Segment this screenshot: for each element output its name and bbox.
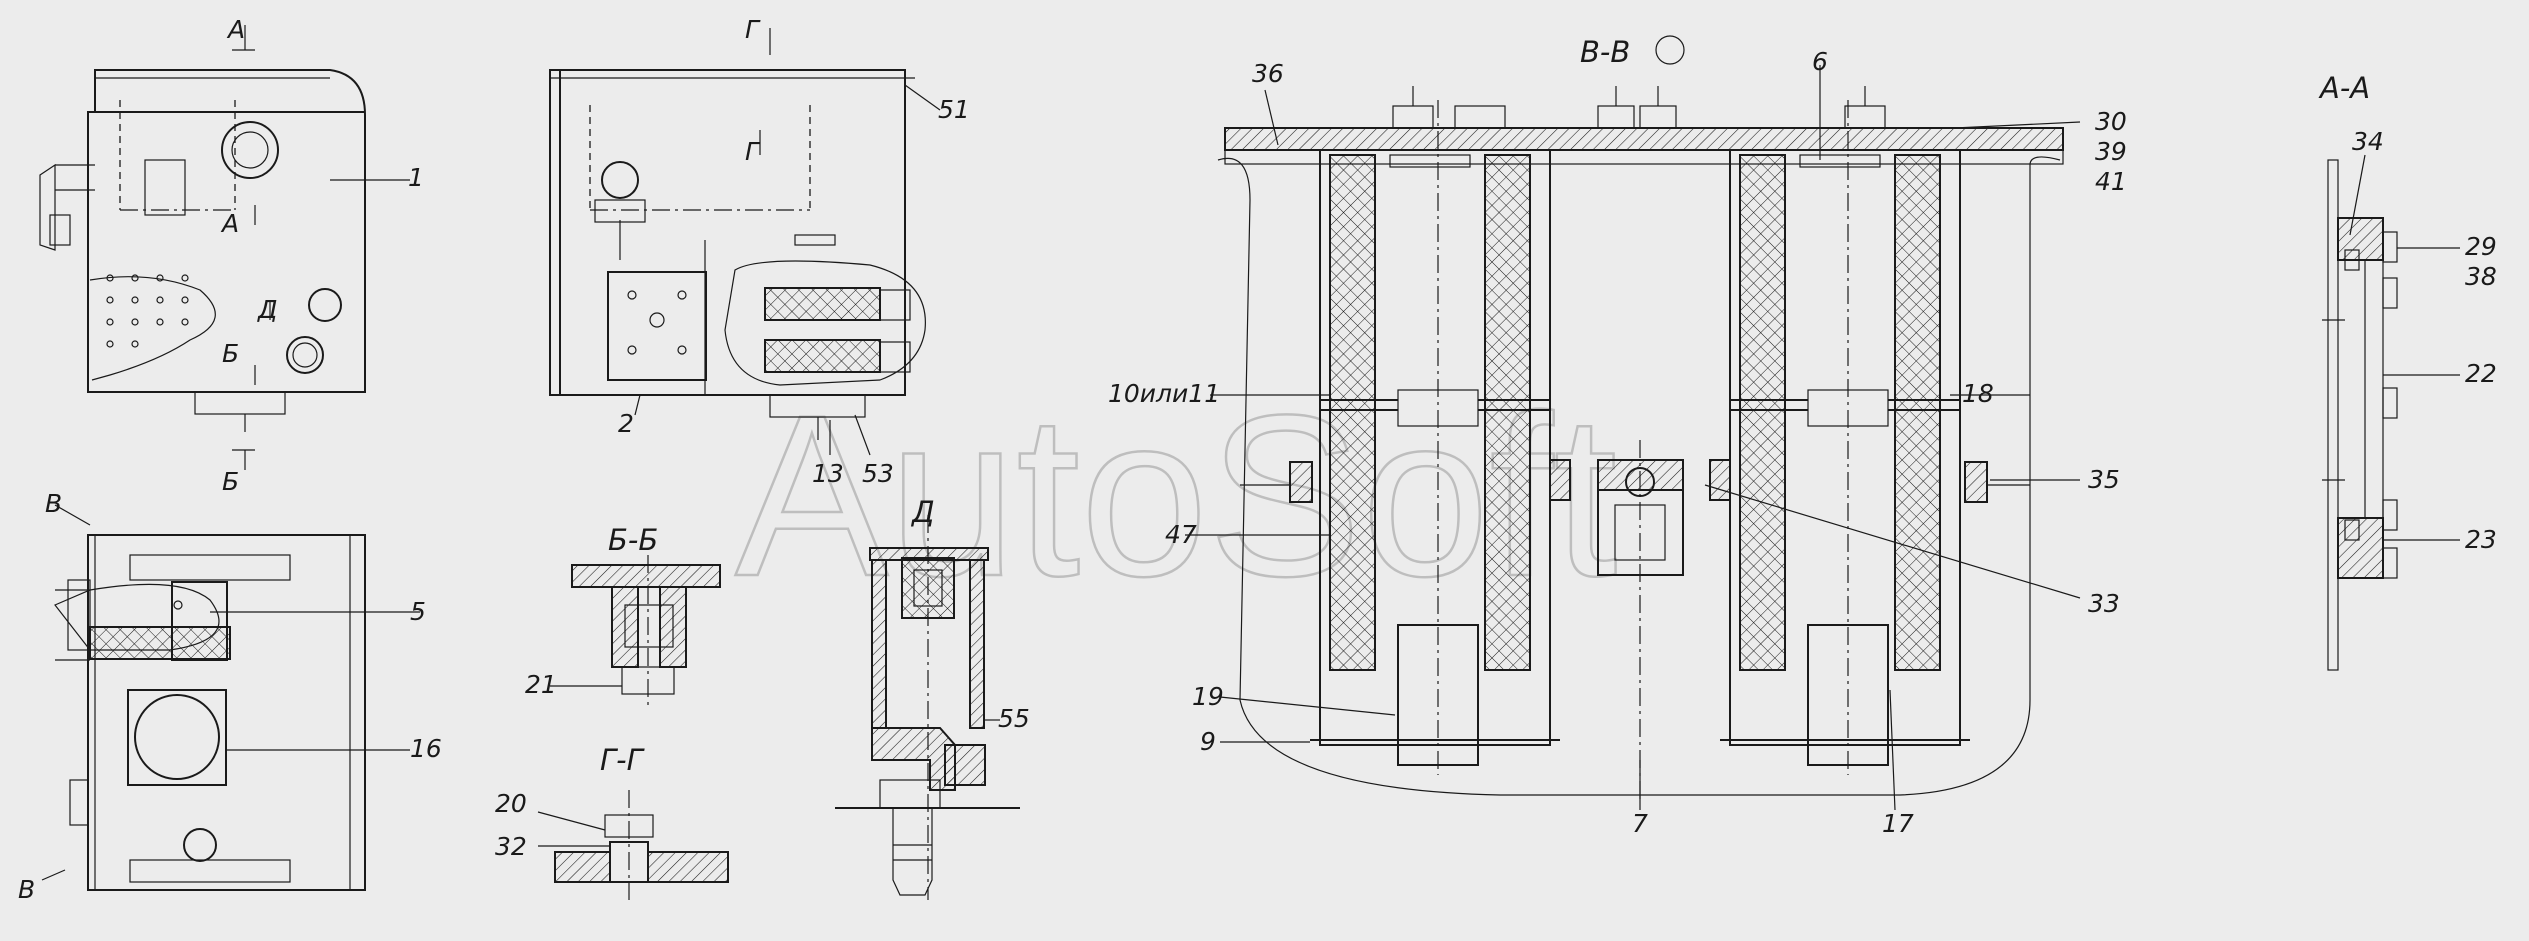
- bottom-view: [41, 504, 420, 891]
- cut-mark-v-bottom: В: [18, 875, 35, 904]
- side-view: [549, 28, 941, 456]
- rotation-symbol-icon: [1655, 35, 1685, 65]
- callout-21: 21: [525, 670, 557, 699]
- section-title-v-v: В-В: [1580, 35, 1630, 69]
- callout-1: 1: [408, 163, 424, 192]
- cut-mark-b-bottom: Б: [222, 467, 239, 496]
- callout-53: 53: [862, 459, 894, 488]
- callout-34: 34: [2352, 127, 2384, 156]
- section-g-g-drawing: [537, 790, 729, 900]
- cut-mark-d: Д: [257, 295, 278, 324]
- callout-7: 7: [1632, 809, 1648, 838]
- callout-17: 17: [1882, 809, 1914, 838]
- callout-39: 39: [2095, 137, 2127, 166]
- callout-6: 6: [1812, 47, 1828, 76]
- section-title-d: Д: [910, 495, 935, 529]
- view-d-drawing: [835, 515, 1020, 900]
- cut-mark-b-inner: Б: [222, 339, 239, 368]
- callout-33: 33: [2088, 589, 2120, 618]
- cut-mark-g-inner: Г: [745, 137, 761, 166]
- section-title-b-b: Б-Б: [608, 523, 658, 557]
- callout-20: 20: [495, 789, 527, 818]
- callout-41: 41: [2095, 167, 2127, 196]
- callout-22: 22: [2465, 359, 2497, 388]
- callout-35: 35: [2088, 465, 2120, 494]
- callout-29: 29: [2465, 232, 2497, 261]
- section-b-b-drawing: [550, 555, 721, 705]
- callout-5: 5: [410, 597, 426, 626]
- cut-mark-v-top: В: [45, 489, 62, 518]
- callout-2: 2: [618, 409, 634, 438]
- section-title-a-a: А-А: [2318, 71, 2370, 105]
- callout-19: 19: [1192, 682, 1224, 711]
- cut-mark-g-top: Г: [745, 15, 761, 44]
- callout-18: 18: [1962, 379, 1994, 408]
- callout-9: 9: [1200, 727, 1216, 756]
- front-view: [39, 25, 410, 470]
- callout-30: 30: [2095, 107, 2127, 136]
- callout-13: 13: [812, 459, 844, 488]
- callout-16: 16: [410, 734, 442, 763]
- callout-55: 55: [998, 704, 1030, 733]
- section-title-g-g: Г-Г: [600, 743, 646, 777]
- callout-23: 23: [2465, 525, 2497, 554]
- cut-mark-a-top: А: [226, 15, 245, 44]
- callout-47: 47: [1165, 520, 1197, 549]
- section-a-a-drawing: [2322, 154, 2460, 671]
- section-v-v-drawing: [1185, 65, 2081, 811]
- cut-mark-a-inner: А: [220, 209, 239, 238]
- callout-38: 38: [2465, 262, 2497, 291]
- callout-51: 51: [938, 95, 970, 124]
- callout-36: 36: [1252, 59, 1284, 88]
- callout-10-or-11: 10или11: [1108, 379, 1220, 408]
- callout-32: 32: [495, 832, 527, 861]
